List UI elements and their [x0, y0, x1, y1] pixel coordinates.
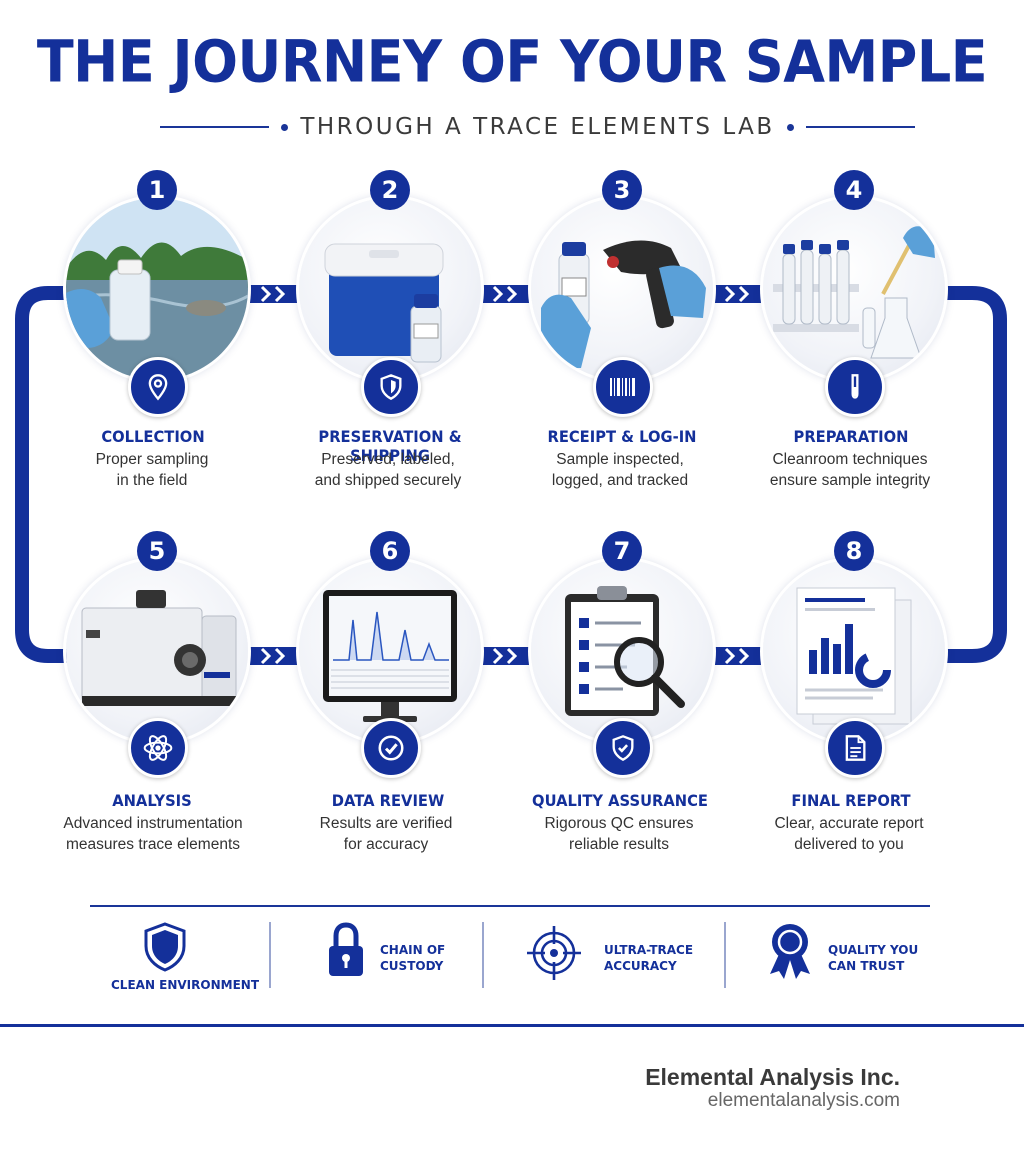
feature-label-quality-you-can-trust: QUALITY YOU CAN TRUST — [828, 943, 919, 973]
barcode-icon — [610, 378, 635, 396]
step-5-desc: Advanced instrumentation measures trace … — [33, 813, 273, 855]
step-3-desc-line: Sample inspected, — [556, 451, 684, 468]
step-8-desc-line: delivered to you — [794, 836, 904, 853]
step-6-desc-line: for accuracy — [343, 836, 429, 853]
step-2-title: PRESERVATION & SHIPPING — [318, 427, 462, 465]
step-7-desc-line: Rigorous QC ensures — [544, 815, 694, 832]
page-subtitle: THROUGH A TRACE ELEMENTS LAB — [300, 114, 775, 140]
step-3-badge — [593, 357, 653, 417]
subtitle-dot-right — [786, 123, 794, 131]
test-tube-icon — [851, 374, 859, 399]
preservation-photo — [299, 198, 481, 380]
feature-label-chain-of-custody: CHAIN OF CUSTODY — [380, 943, 446, 973]
target-icon — [527, 926, 581, 980]
step-4-badge — [825, 357, 885, 417]
features-separator — [482, 922, 484, 988]
left-loop-connector — [15, 286, 75, 663]
step-7-badge — [593, 718, 653, 778]
step-5-desc-line: Advanced instrumentation — [63, 815, 243, 832]
collection-photo — [66, 198, 248, 380]
step-2-number: 2 — [370, 170, 410, 210]
step-7-title: QUALITY ASSURANCE — [532, 791, 708, 810]
arrow-2-3 — [482, 285, 530, 303]
features-separator — [724, 922, 726, 988]
step-5-desc-line: measures trace elements — [65, 836, 241, 853]
step-2-desc-line: Preserved, labeled, — [321, 451, 455, 468]
shield-check-icon — [612, 735, 634, 761]
step-8-desc: Clear, accurate report delivered to you — [729, 813, 969, 855]
step-4-desc-line: ensure sample integrity — [769, 472, 931, 489]
company-website: elementalanalysis.com — [707, 1090, 900, 1111]
feature-label-clean-environment: CLEAN ENVIRONMENT — [111, 978, 260, 992]
atom-icon — [143, 735, 173, 761]
feature-label-ultra-trace-accuracy: ULTRA-TRACE ACCURACY — [604, 943, 694, 973]
step-1-title: COLLECTION — [101, 427, 205, 446]
step-5-number: 5 — [137, 531, 177, 571]
preparation-photo — [763, 198, 945, 380]
features-divider — [90, 905, 930, 907]
step-1-badge — [128, 357, 188, 417]
right-loop-connector — [945, 286, 1007, 663]
subtitle-row: THROUGH A TRACE ELEMENTS LAB — [160, 112, 915, 142]
features-separator — [269, 922, 271, 988]
check-circle-icon — [378, 735, 404, 761]
document-icon — [845, 735, 866, 761]
arrow-1-2 — [250, 285, 298, 303]
award-ribbon-icon — [770, 924, 810, 979]
arrow-7-8 — [714, 647, 762, 665]
step-3-title: RECEIPT & LOG-IN — [547, 427, 697, 446]
step-4-number: 4 — [834, 170, 874, 210]
arrow-6-7 — [482, 647, 530, 665]
subtitle-dot-left — [281, 123, 289, 131]
subtitle-rule-right — [805, 126, 915, 128]
padlock-icon — [329, 922, 363, 976]
subtitle-rule-left — [160, 126, 270, 128]
step-6-desc-line: Results are verified — [319, 815, 453, 832]
shield-icon — [380, 374, 402, 400]
step-6-desc: Results are verified for accuracy — [266, 813, 506, 855]
step-4-desc-line: Cleanroom techniques — [772, 451, 928, 468]
step-8-badge — [825, 718, 885, 778]
analysis-photo — [66, 560, 248, 742]
step-4-title: PREPARATION — [793, 427, 909, 446]
step-6-number: 6 — [370, 531, 410, 571]
step-3-number: 3 — [602, 170, 642, 210]
step-5-title: ANALYSIS — [112, 791, 192, 810]
step-7-desc: Rigorous QC ensures reliable results — [499, 813, 739, 855]
step-1-number: 1 — [137, 170, 177, 210]
step-8-desc-line: Clear, accurate report — [774, 815, 924, 832]
step-3-desc-line: logged, and tracked — [551, 472, 689, 489]
receipt-photo — [531, 198, 713, 380]
step-1-desc-line: Proper sampling — [95, 451, 209, 468]
page-title: THE JOURNEY OF YOUR SAMPLE — [36, 27, 988, 96]
company-name: Elemental Analysis Inc. — [645, 1064, 900, 1090]
step-4-desc: Cleanroom techniques ensure sample integ… — [730, 449, 970, 491]
data-review-photo — [299, 560, 481, 742]
final-report-photo — [763, 560, 945, 742]
shield-icon — [144, 922, 186, 972]
step-2-desc-line: and shipped securely — [314, 472, 462, 489]
arrow-3-4 — [714, 285, 762, 303]
step-1-desc: Proper sampling in the field — [32, 449, 272, 491]
step-2-badge — [361, 357, 421, 417]
step-7-desc-line: reliable results — [569, 836, 669, 853]
arrow-5-6 — [250, 647, 298, 665]
step-8-number: 8 — [834, 531, 874, 571]
step-7-number: 7 — [602, 531, 642, 571]
step-6-badge — [361, 718, 421, 778]
step-1-desc-line: in the field — [116, 472, 188, 489]
location-pin-icon — [148, 374, 168, 401]
quality-assurance-photo — [531, 560, 713, 742]
step-8-title: FINAL REPORT — [791, 791, 911, 810]
footer-divider — [0, 1024, 1024, 1027]
step-5-badge — [128, 718, 188, 778]
step-3-desc: Sample inspected, logged, and tracked — [500, 449, 740, 491]
step-6-title: DATA REVIEW — [331, 791, 445, 810]
step-2-desc: Preserved, labeled, and shipped securely — [268, 449, 508, 491]
